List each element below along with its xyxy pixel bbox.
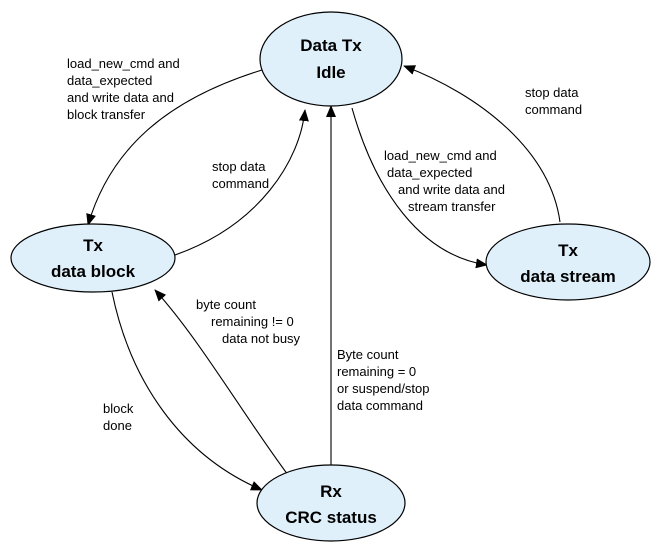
label-idle-to-stream-line2: data_expected [387, 165, 472, 180]
label-idle-to-stream-line1: load_new_cmd and [384, 148, 497, 163]
label-stream-to-idle: stop data command [525, 85, 582, 117]
state-crc-line1: Rx [320, 482, 342, 501]
label-idle-to-stream-line4: stream transfer [408, 199, 496, 214]
state-data-tx-idle: Data Tx Idle [259, 11, 403, 107]
edge-idle-to-block [86, 69, 263, 226]
state-rx-crc-status: Rx CRC status [256, 464, 406, 542]
label-stream-to-idle-line1: stop data [525, 85, 579, 100]
label-idle-to-block-line1: load_new_cmd and [67, 56, 180, 71]
state-stream-line2: data stream [520, 267, 615, 286]
label-idle-to-block-line2: data_expected [67, 73, 152, 88]
label-block-to-idle-line2: command [212, 176, 269, 191]
label-idle-to-block-line3: and write data and [67, 90, 174, 105]
label-crc-to-idle-line3: or suspend/stop [337, 381, 430, 396]
edge-idle-to-stream [351, 107, 488, 269]
state-block-line1: Tx [83, 236, 103, 255]
edge-crc-to-block [154, 289, 289, 476]
label-idle-to-block: load_new_cmd and data_expected and write… [67, 56, 183, 122]
label-block-to-crc-line1: block [103, 401, 134, 416]
label-crc-to-idle-line2: remaining = 0 [337, 364, 416, 379]
label-block-to-idle-line1: stop data [212, 159, 266, 174]
label-crc-to-block-line2: remaining != 0 [211, 314, 294, 329]
label-crc-to-block-line3: data not busy [222, 331, 301, 346]
label-block-to-crc-line2: done [103, 418, 132, 433]
label-crc-to-block-line1: byte count [196, 297, 256, 312]
label-stream-to-idle-line2: command [525, 102, 582, 117]
edge-block-to-idle [174, 109, 309, 256]
state-idle-line2: Idle [316, 63, 345, 82]
label-crc-to-idle-line4: data command [337, 398, 423, 413]
state-idle-line1: Data Tx [300, 36, 362, 55]
edge-stream-to-idle [403, 65, 561, 223]
label-block-to-crc: block done [103, 401, 137, 433]
edge-block-to-crc [111, 291, 263, 491]
label-crc-to-idle: Byte count remaining = 0 or suspend/stop… [337, 347, 433, 413]
label-idle-to-stream: load_new_cmd and data_expected and write… [384, 148, 509, 214]
state-tx-data-stream: Tx data stream [485, 223, 651, 301]
label-idle-to-block-line4: block transfer [67, 107, 146, 122]
label-crc-to-idle-line1: Byte count [337, 347, 399, 362]
label-block-to-idle: stop data command [212, 159, 269, 191]
state-tx-data-block: Tx data block [10, 223, 176, 293]
label-crc-to-block: byte count remaining != 0 data not busy [196, 297, 301, 346]
label-idle-to-stream-line3: and write data and [398, 182, 505, 197]
state-block-line2: data block [51, 262, 136, 281]
state-crc-line2: CRC status [285, 508, 377, 527]
state-stream-line1: Tx [558, 241, 578, 260]
